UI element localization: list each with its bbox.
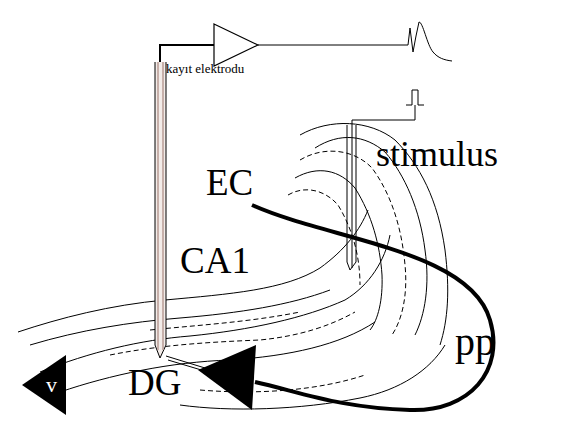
ca-layer: [150, 312, 300, 330]
perforant-path: [252, 205, 493, 410]
neuron-triangle: [22, 355, 66, 415]
ca-layer: [110, 312, 355, 355]
electrode-core: [162, 62, 164, 350]
neuron-triangle: [22, 355, 66, 415]
region-label: DG: [128, 364, 181, 401]
stimulus-label: stimulus: [376, 136, 498, 172]
recording-electrode: [155, 62, 166, 358]
stimulus-electrode: [347, 125, 356, 270]
ca-outline: [40, 235, 390, 372]
electrode-core: [157, 62, 159, 350]
response-waveform: [402, 22, 452, 61]
region-label: EC: [206, 164, 253, 201]
ec-layer: [300, 151, 406, 335]
stimulus-pulse: [406, 90, 424, 105]
pathway-label: pp: [455, 322, 495, 362]
stimulus-wire: [352, 105, 415, 268]
dg-outline: [180, 345, 445, 409]
output-wire: [258, 45, 402, 46]
amplifier-symbol: [214, 24, 258, 66]
granule-cell: [198, 345, 256, 410]
electrode-wire: [160, 45, 214, 62]
electrode-label: kayıt elektrodu: [166, 62, 244, 75]
node-text: v: [46, 374, 57, 396]
neuron-node: v: [22, 355, 66, 415]
region-label: CA1: [180, 242, 250, 279]
ec-layer: [295, 171, 382, 330]
